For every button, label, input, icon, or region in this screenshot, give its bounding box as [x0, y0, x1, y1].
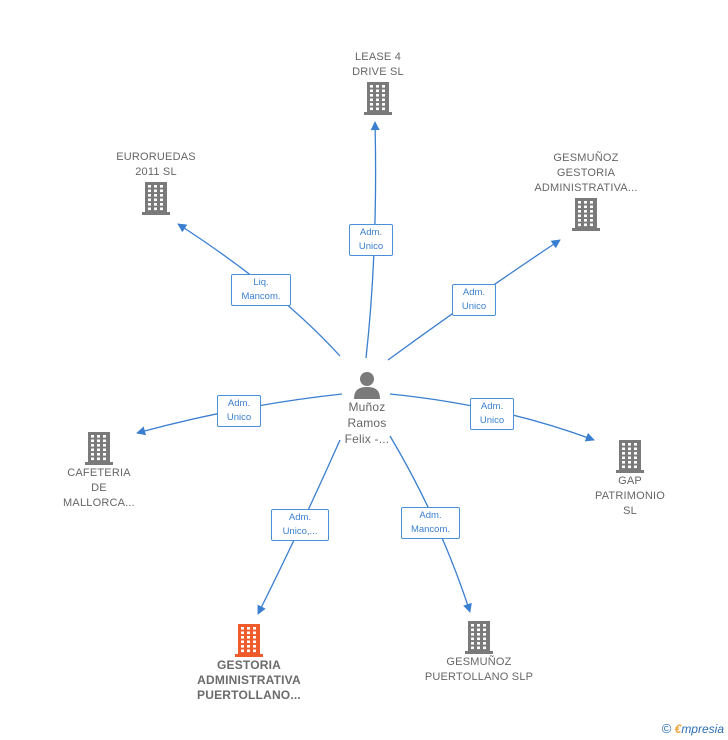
- person-icon: [354, 372, 380, 399]
- building-icon: [465, 621, 493, 654]
- company-node-gesmunoz-gestoria[interactable]: GESMUÑOZ GESTORIA ADMINISTRATIVA...: [516, 151, 656, 232]
- edge-label-gap[interactable]: Adm. Unico: [470, 398, 514, 430]
- edge-label-euroruedas[interactable]: Liq. Mancom.: [231, 274, 291, 306]
- company-label: GESMUÑOZ GESTORIA ADMINISTRATIVA...: [534, 152, 638, 194]
- person-name: Muñoz Ramos Felix -...: [344, 400, 390, 446]
- brand-initial: €: [674, 722, 682, 736]
- company-label: GESMUÑOZ PUERTOLLANO SLP: [424, 656, 534, 683]
- company-label: GAP PATRIMONIO SL: [594, 475, 666, 517]
- copyright-symbol: ©: [661, 721, 672, 736]
- company-node-gesmunoz-puertollano[interactable]: GESMUÑOZ PUERTOLLANO SLP: [414, 619, 544, 685]
- edge-label-cafeteria[interactable]: Adm. Unico: [217, 395, 261, 427]
- company-node-gestoria-puertollano[interactable]: GESTORIA ADMINISTRATIVA PUERTOLLANO...: [179, 622, 319, 703]
- company-node-gap-patrimonio[interactable]: GAP PATRIMONIO SL: [575, 438, 685, 519]
- building-icon: [85, 432, 113, 465]
- company-label: EURORUEDAS 2011 SL: [116, 151, 196, 178]
- building-icon: [142, 182, 170, 215]
- company-label: GESTORIA ADMINISTRATIVA PUERTOLLANO...: [197, 658, 301, 702]
- company-node-lease4[interactable]: LEASE 4 DRIVE SL: [318, 50, 438, 116]
- edge-label-lease4[interactable]: Adm. Unico: [349, 224, 393, 256]
- company-node-cafeteria[interactable]: CAFETERIA DE MALLORCA...: [44, 430, 154, 511]
- edge-label-gesmunoz-gestoria[interactable]: Adm. Unico: [452, 284, 496, 316]
- building-icon: [235, 624, 263, 657]
- brand-name: mpresia: [681, 722, 724, 736]
- building-icon: [616, 440, 644, 473]
- company-label: CAFETERIA DE MALLORCA...: [63, 467, 135, 509]
- person-node[interactable]: Muñoz Ramos Felix -...: [322, 370, 412, 448]
- company-node-euroruedas[interactable]: EURORUEDAS 2011 SL: [96, 150, 216, 216]
- empresia-watermark: © €mpresia: [662, 721, 724, 736]
- company-label: LEASE 4 DRIVE SL: [352, 51, 404, 78]
- edge-label-gesmunoz-puertollano[interactable]: Adm. Mancom.: [401, 507, 460, 539]
- edge-label-gestoria-puertollano[interactable]: Adm. Unico,...: [271, 509, 329, 541]
- building-icon: [572, 198, 600, 231]
- building-icon: [364, 82, 392, 115]
